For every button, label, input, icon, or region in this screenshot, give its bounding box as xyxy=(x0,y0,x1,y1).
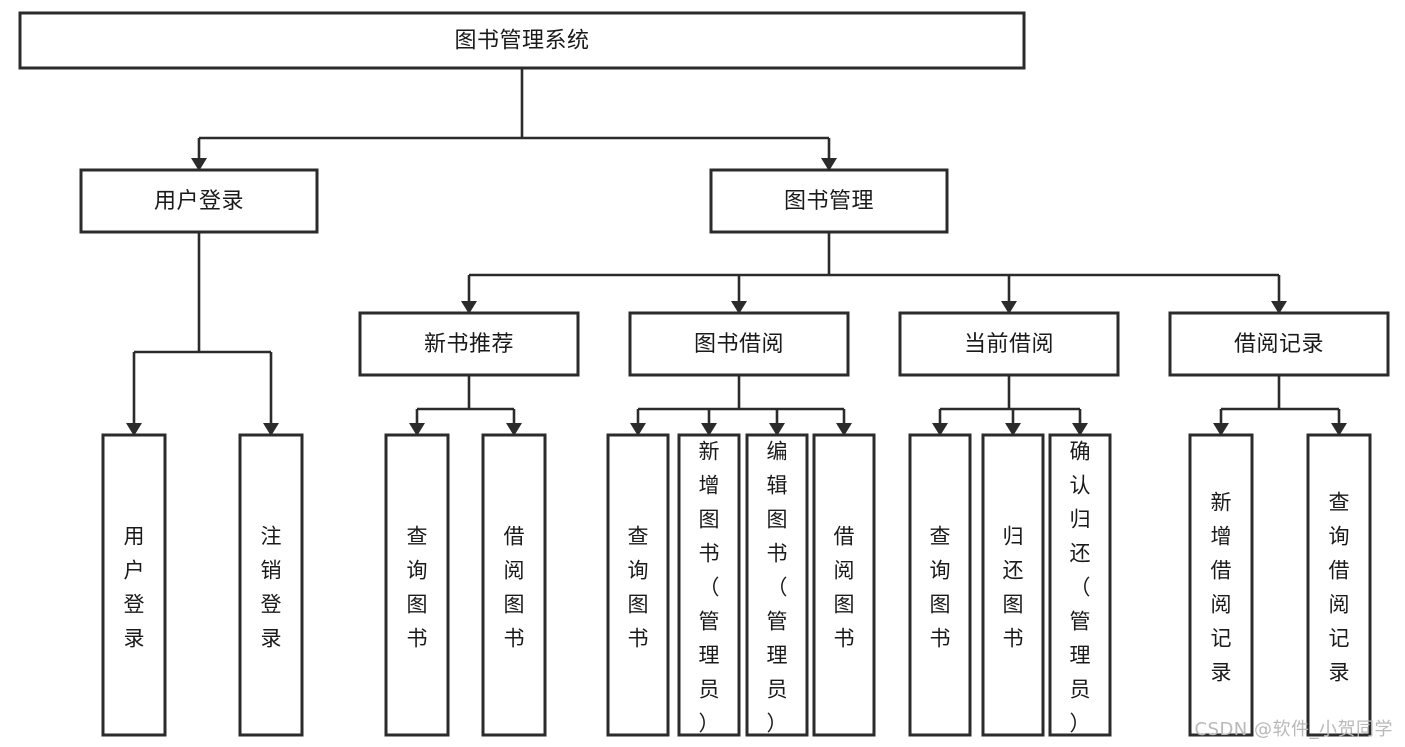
edge-group-root xyxy=(191,68,837,171)
node-box xyxy=(79,168,319,234)
node-label: 图书借阅 xyxy=(694,332,784,357)
node-label: 用户登录 xyxy=(154,189,244,214)
node-label: 确认归还（管理员） xyxy=(1070,440,1091,736)
arrow-head-icon xyxy=(1213,423,1229,436)
edge-group-new-book-rec xyxy=(409,375,522,436)
edge-group-current-borrow xyxy=(932,375,1088,436)
node-box xyxy=(18,11,1026,70)
node-box xyxy=(358,311,580,377)
nodes-layer: 图书管理系统用户登录图书管理新书推荐图书借阅当前借阅借阅记录用户登录注销登录查询… xyxy=(18,11,1390,737)
csdn-watermark: CSDN @软件_小贺同学 xyxy=(1194,719,1393,740)
node-label: 新书推荐 xyxy=(424,332,514,357)
node-box xyxy=(898,311,1120,377)
node-label: 新增借阅记录 xyxy=(1211,491,1232,685)
node-book-borrow[interactable]: 图书借阅 xyxy=(628,311,850,377)
node-label: 借阅图书 xyxy=(834,525,855,651)
node-label: 借阅图书 xyxy=(504,525,525,651)
node-box xyxy=(101,433,167,737)
node-label: 新增图书（管理员） xyxy=(699,440,720,736)
node-leaf-user-login[interactable]: 用户登录 xyxy=(101,433,167,737)
arrow-head-icon xyxy=(1271,301,1287,314)
node-leaf-query-book-1[interactable]: 查询图书 xyxy=(384,433,450,737)
arrow-head-icon xyxy=(1005,423,1021,436)
node-label: 注销登录 xyxy=(261,525,282,651)
edge-group-user-login xyxy=(126,232,279,436)
node-box xyxy=(745,433,809,737)
arrow-head-icon xyxy=(769,423,785,436)
node-box xyxy=(812,433,876,737)
arrow-head-icon xyxy=(630,423,646,436)
node-label: 查询借阅记录 xyxy=(1329,491,1350,685)
node-leaf-borrow-book-1[interactable]: 借阅图书 xyxy=(481,433,547,737)
node-book-manage[interactable]: 图书管理 xyxy=(709,168,949,234)
node-new-book-rec[interactable]: 新书推荐 xyxy=(358,311,580,377)
node-borrow-record[interactable]: 借阅记录 xyxy=(1168,311,1390,377)
arrow-head-icon xyxy=(1331,423,1347,436)
node-current-borrow[interactable]: 当前借阅 xyxy=(898,311,1120,377)
node-label: 图书管理 xyxy=(784,189,874,214)
node-label: 查询图书 xyxy=(628,525,649,651)
arrow-head-icon xyxy=(932,423,948,436)
arrow-head-icon xyxy=(821,158,837,171)
edge-group-book-borrow xyxy=(630,375,852,436)
node-leaf-return-book[interactable]: 归还图书 xyxy=(981,433,1045,737)
node-user-login[interactable]: 用户登录 xyxy=(79,168,319,234)
arrow-head-icon xyxy=(506,423,522,436)
node-box xyxy=(981,433,1045,737)
node-label: 查询图书 xyxy=(407,525,428,651)
node-box xyxy=(1306,433,1372,737)
arrow-head-icon xyxy=(191,158,207,171)
arrow-head-icon xyxy=(461,301,477,314)
arrow-head-icon xyxy=(263,423,279,436)
arrow-head-icon xyxy=(409,423,425,436)
node-leaf-user-logout[interactable]: 注销登录 xyxy=(238,433,304,737)
node-box xyxy=(709,168,949,234)
arrow-head-icon xyxy=(126,423,142,436)
arrow-head-icon xyxy=(836,423,852,436)
node-box xyxy=(1188,433,1254,737)
arrow-head-icon xyxy=(1072,423,1088,436)
arrow-head-icon xyxy=(701,423,717,436)
node-box xyxy=(481,433,547,737)
node-box xyxy=(908,433,972,737)
node-leaf-query-book-2[interactable]: 查询图书 xyxy=(606,433,670,737)
node-leaf-add-book[interactable]: 新增图书（管理员） xyxy=(677,433,741,737)
node-box xyxy=(238,433,304,737)
node-box xyxy=(1048,433,1112,737)
node-label: 借阅记录 xyxy=(1234,332,1324,357)
node-leaf-edit-book[interactable]: 编辑图书（管理员） xyxy=(745,433,809,737)
edge-group-book-manage xyxy=(461,232,1287,314)
node-box xyxy=(384,433,450,737)
node-leaf-borrow-book-2[interactable]: 借阅图书 xyxy=(812,433,876,737)
node-leaf-query-book-3[interactable]: 查询图书 xyxy=(908,433,972,737)
node-box xyxy=(606,433,670,737)
node-root[interactable]: 图书管理系统 xyxy=(18,11,1026,70)
node-leaf-add-record[interactable]: 新增借阅记录 xyxy=(1188,433,1254,737)
node-label: 查询图书 xyxy=(930,525,951,651)
node-label: 用户登录 xyxy=(124,525,145,651)
node-label: 当前借阅 xyxy=(964,332,1054,357)
node-label: 编辑图书（管理员） xyxy=(767,440,788,736)
node-label: 归还图书 xyxy=(1003,525,1024,651)
arrow-head-icon xyxy=(1001,301,1017,314)
node-box xyxy=(628,311,850,377)
edge-group-borrow-record xyxy=(1213,375,1347,436)
edges-layer xyxy=(126,68,1347,436)
node-leaf-query-record[interactable]: 查询借阅记录 xyxy=(1306,433,1372,737)
node-leaf-confirm-return[interactable]: 确认归还（管理员） xyxy=(1048,433,1112,737)
node-box xyxy=(677,433,741,737)
node-label: 图书管理系统 xyxy=(454,29,589,54)
node-box xyxy=(1168,311,1390,377)
arrow-head-icon xyxy=(731,301,747,314)
